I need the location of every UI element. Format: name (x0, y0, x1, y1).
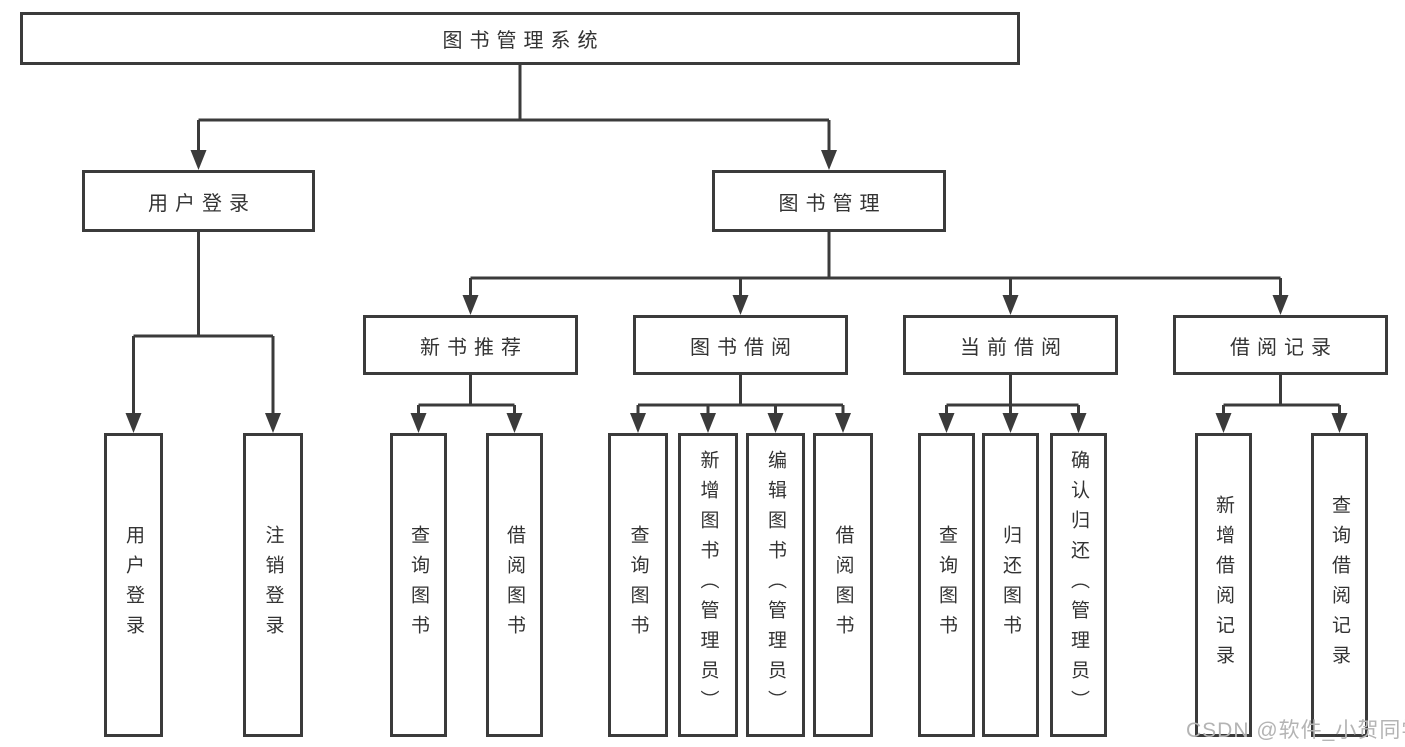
leaf-add-borrow-record: 新增借阅记录 (1195, 433, 1252, 737)
node-borrowing-records: 借阅记录 (1173, 315, 1388, 375)
node-label: 用户登录 (123, 525, 144, 645)
node-book-management: 图书管理 (712, 170, 946, 232)
leaf-query-books-current: 查询图书 (918, 433, 975, 737)
node-label: 借阅图书 (832, 525, 854, 645)
node-label: 编辑图书（管理员） (765, 450, 786, 720)
leaf-query-books-borrowing: 查询图书 (608, 433, 668, 737)
leaf-edit-book-admin: 编辑图书（管理员） (746, 433, 805, 737)
node-label: 新增图书（管理员） (697, 450, 719, 720)
leaf-query-books-recommend: 查询图书 (390, 433, 447, 737)
node-label: 注销登录 (262, 525, 284, 645)
leaf-confirm-return-admin: 确认归还（管理员） (1050, 433, 1107, 737)
node-label: 确认归还（管理员） (1068, 450, 1089, 720)
leaf-return-books: 归还图书 (982, 433, 1039, 737)
node-user-login: 用户登录 (82, 170, 315, 232)
node-new-book-recommend: 新书推荐 (363, 315, 578, 375)
leaf-user-login: 用户登录 (104, 433, 163, 737)
node-label: 图书管理系统 (442, 30, 605, 52)
node-label: 新书推荐 (420, 336, 528, 359)
leaf-query-borrow-record: 查询借阅记录 (1311, 433, 1368, 737)
leaf-add-book-admin: 新增图书（管理员） (678, 433, 738, 737)
leaf-borrow-books-borrowing: 借阅图书 (813, 433, 873, 737)
node-current-borrowing: 当前借阅 (903, 315, 1118, 375)
node-label: 查询图书 (627, 525, 649, 645)
node-label: 借阅图书 (504, 525, 525, 645)
node-label: 图书管理 (778, 192, 887, 215)
node-label: 借阅记录 (1230, 336, 1338, 359)
node-library-management-system: 图书管理系统 (20, 12, 1020, 65)
node-label: 归还图书 (1000, 525, 1021, 645)
leaf-logout: 注销登录 (243, 433, 303, 737)
node-book-borrowing: 图书借阅 (633, 315, 848, 375)
node-label: 查询图书 (408, 525, 429, 645)
node-label: 查询借阅记录 (1329, 495, 1350, 675)
csdn-watermark: CSDN @软件_小贺同学 (1186, 719, 1405, 742)
node-label: 图书借阅 (690, 336, 798, 359)
leaf-borrow-books-recommend: 借阅图书 (486, 433, 543, 737)
node-label: 当前借阅 (960, 336, 1068, 359)
node-label: 用户登录 (148, 192, 256, 215)
node-label: 新增借阅记录 (1213, 495, 1234, 675)
node-label: 查询图书 (936, 525, 957, 645)
